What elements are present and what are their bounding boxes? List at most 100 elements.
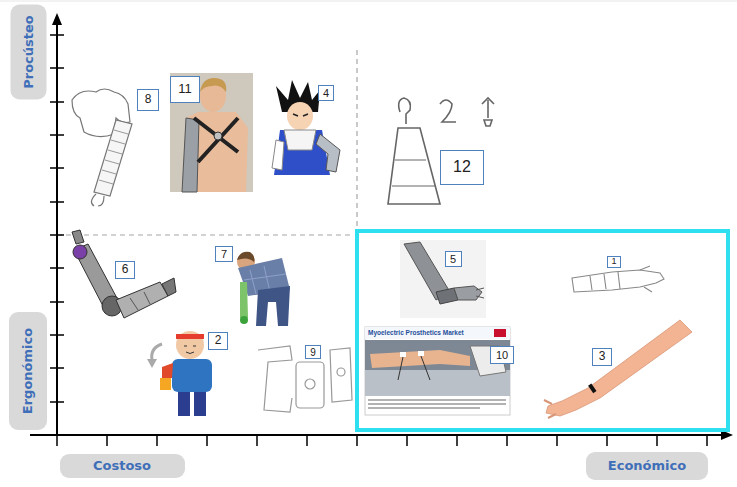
screenshot-part [494, 329, 506, 337]
callout-number: 4 [323, 87, 329, 99]
cartoon-figure [272, 80, 340, 175]
part-sketch-part [258, 346, 292, 412]
callout-number: 1 [611, 257, 616, 267]
robotic-arm-part [162, 278, 176, 296]
callout-number-box: 11 [170, 76, 200, 103]
axes-part [50, 35, 64, 402]
person-photo-part [240, 316, 248, 324]
hook-sketch-part [482, 98, 494, 126]
part-sketch-part [296, 362, 324, 408]
hook-sketch-part [392, 160, 436, 186]
hook-sketch [388, 98, 494, 204]
robotic-arm-part [73, 245, 87, 259]
screenshot-part [398, 356, 430, 380]
robotic-arm-part [72, 230, 84, 244]
prosthesis-sketch-part [91, 194, 104, 206]
prosthetic-arm-part [454, 286, 482, 300]
axis-label: Procústeo [21, 15, 35, 89]
robotic-arm [72, 230, 176, 318]
callout-number: 5 [450, 253, 456, 265]
axis-label-box: Procústeo [10, 5, 46, 100]
cartoon-figure-part [316, 134, 340, 172]
axis-label-box: Costoso [60, 454, 185, 478]
screenshot [365, 327, 510, 415]
screenshot-part [365, 327, 510, 339]
prosthesis-sketch-part [99, 130, 128, 184]
frame-line [0, 1, 737, 2]
callout-number-box: 12 [440, 150, 484, 185]
hand-sketch-part [572, 270, 664, 292]
screenshot-part [365, 327, 510, 415]
hand-sketch [572, 266, 664, 292]
cartoon-person-part [176, 331, 204, 359]
part-sketch [258, 346, 352, 412]
quadrant-divider [57, 50, 357, 235]
robotic-arm-part [130, 292, 150, 310]
callout-number: 3 [599, 350, 606, 363]
axes-part [52, 13, 62, 25]
prosthetic-arm [400, 240, 486, 318]
cartoon-person-part [162, 363, 173, 378]
screenshot-part [365, 340, 510, 396]
cartoon-person-part [178, 392, 190, 416]
prosthesis-photo-part [182, 118, 199, 192]
prosthesis-photo-part [170, 73, 253, 192]
axis-label: Ergonómico [21, 328, 35, 414]
callout-number: 9 [310, 347, 316, 358]
axis-label: Económico [608, 459, 686, 473]
person-photo-part [256, 286, 290, 326]
callout-number: 10 [496, 349, 508, 361]
axes-part [56, 24, 58, 436]
axis-label-box: Económico [586, 452, 708, 480]
callout-number-box: 9 [305, 345, 321, 359]
cartoon-person-part [184, 346, 196, 354]
hook-sketch-part [388, 128, 440, 204]
cosmetic-arm-part [544, 400, 556, 418]
callout-number: 12 [453, 158, 471, 176]
axes-part [30, 434, 722, 436]
part-sketch-part [337, 368, 345, 376]
screenshot-part [418, 351, 424, 356]
callout-number-box: 3 [592, 348, 612, 366]
callout-number-box: 7 [215, 246, 233, 262]
quadrant-divider-part [57, 234, 354, 235]
callout-number: 2 [215, 334, 222, 347]
cartoon-person [147, 331, 212, 416]
part-sketch-part [305, 379, 315, 389]
prosthesis-photo [170, 73, 253, 192]
prosthetic-arm-part [476, 288, 484, 298]
axes-part [57, 435, 707, 446]
screenshot-part [400, 352, 406, 357]
cartoon-person-part [172, 359, 212, 392]
hook-sketch-part [440, 100, 456, 122]
hook-sketch-part [399, 98, 411, 124]
callout-number: 6 [122, 263, 129, 276]
cartoon-figure-part [272, 140, 284, 170]
cartoon-figure-part [293, 114, 308, 116]
cartoon-person-part [194, 392, 206, 416]
person-photo-part [240, 282, 248, 318]
person-photo [237, 252, 290, 326]
callout-number-box: 5 [445, 251, 462, 267]
cartoon-person-part [152, 344, 162, 360]
quadrant-divider-part [356, 50, 357, 228]
callout-number-box: 10 [490, 346, 514, 364]
cartoon-figure-part [287, 102, 313, 130]
cosmetic-arm [544, 320, 692, 418]
axis-label-box: Ergonómico [9, 312, 47, 430]
cosmetic-arm-part [546, 320, 692, 416]
cartoon-person-part [176, 334, 204, 339]
prosthesis-photo-part [194, 118, 238, 162]
cosmetic-arm-part [588, 384, 596, 394]
part-sketch-part [330, 348, 352, 402]
hand-sketch-part [640, 266, 652, 292]
prosthesis-sketch-part [94, 120, 132, 196]
axis-label: Costoso [93, 459, 151, 473]
callout-number-box: 8 [137, 89, 159, 111]
prosthetic-arm-part [400, 240, 486, 318]
callout-number-box: 1 [607, 256, 621, 268]
callout-number: 8 [145, 93, 152, 106]
highlight-frame [357, 231, 728, 430]
